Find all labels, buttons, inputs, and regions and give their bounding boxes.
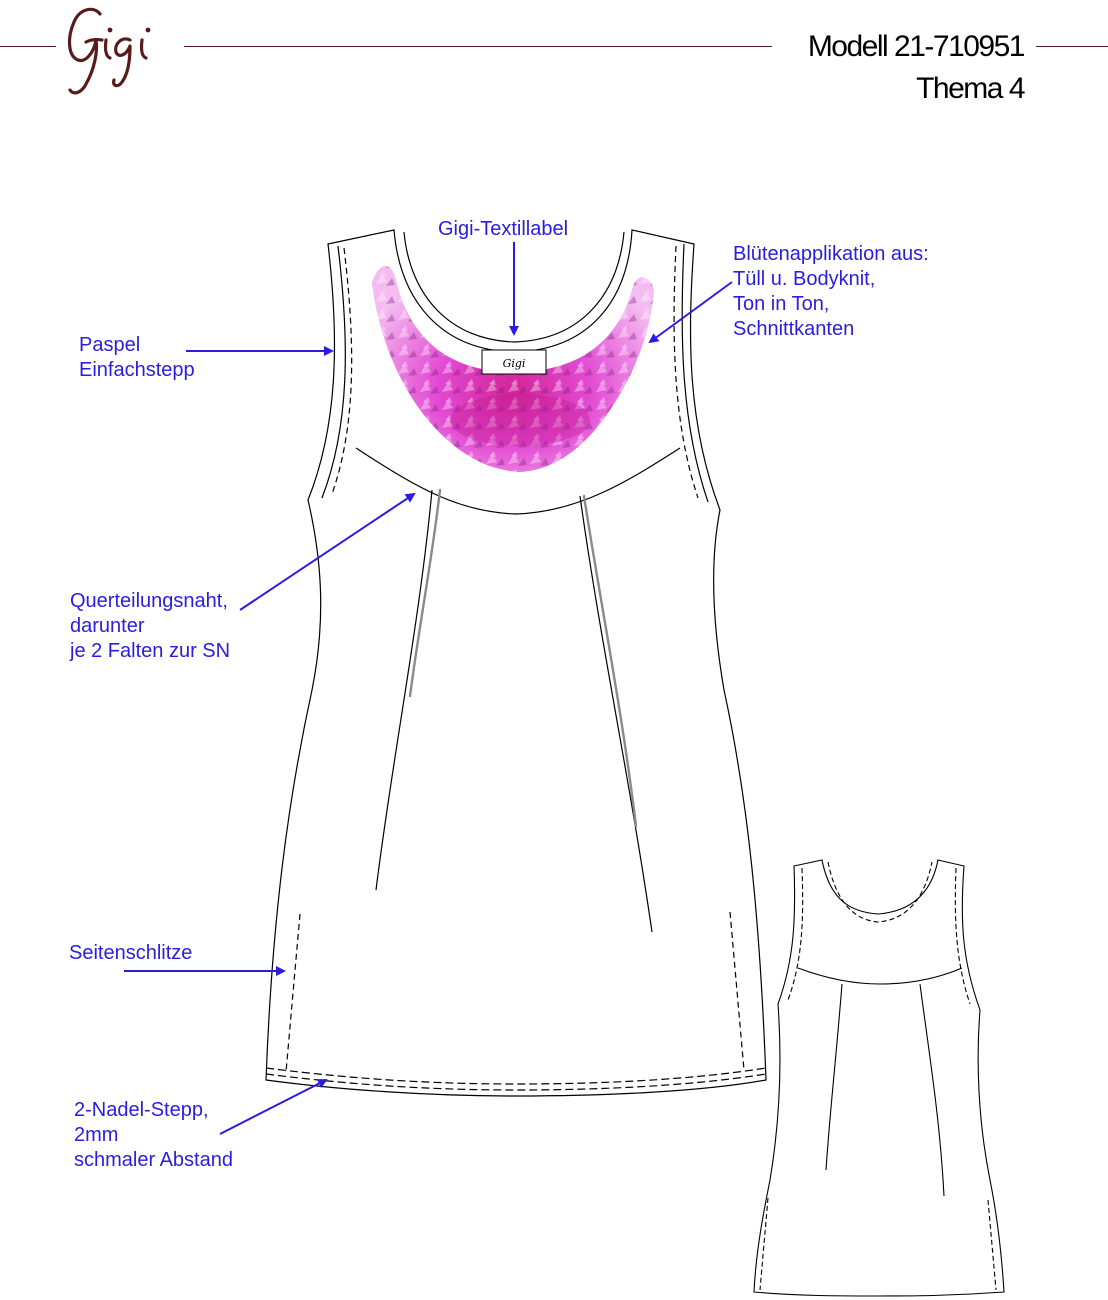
front-binding-right — [681, 243, 709, 503]
front-neck-binding — [403, 231, 625, 343]
back-slit-right — [987, 1199, 997, 1291]
front-panel-line-right — [579, 495, 653, 933]
header-rule-right — [1036, 46, 1108, 47]
arrow-querteilung — [239, 492, 416, 611]
front-panel-line-left — [375, 489, 433, 891]
arrow-bluete — [648, 281, 733, 344]
gigi-logo — [67, 7, 151, 95]
front-yoke-seam — [355, 447, 681, 515]
back-yoke-seam — [797, 967, 963, 985]
callout-seitenschlitze: Seitenschlitze — [69, 942, 193, 964]
front-slit-right — [729, 911, 745, 1071]
textil-label: Gigi — [481, 349, 547, 375]
callout-paspel: Paspel Einfachstepp — [79, 334, 195, 381]
front-binding-left — [321, 245, 346, 499]
back-outline — [753, 859, 1005, 1297]
callout-textillabel: Gigi-Textillabel — [438, 218, 569, 240]
back-slit-left — [759, 1197, 769, 1291]
header-rule-left — [0, 46, 56, 47]
front-pleats — [408, 488, 638, 828]
front-outline — [265, 229, 767, 1097]
back-binding-right-stitch — [954, 867, 971, 1005]
back-neck-stitch — [827, 861, 933, 923]
back-view — [753, 859, 1005, 1297]
pleat-right — [582, 494, 638, 828]
front-view — [265, 229, 767, 1097]
back-panel-left — [825, 983, 843, 1171]
front-binding-left-stitch — [331, 247, 353, 495]
callout-arrows — [124, 242, 733, 1135]
front-hem-stitch-2 — [265, 1073, 767, 1091]
callout-bluetenapplikation: Blütenapplikation aus: Tüll u. Bodyknit,… — [733, 243, 929, 340]
label-tag-text: Gigi — [503, 357, 526, 370]
callout-nadelstepp: 2-Nadel-Stepp, 2mm schmaler Abstand — [74, 1099, 233, 1171]
front-binding-right-stitch — [673, 245, 699, 499]
model-theme: Thema 4 — [916, 72, 1025, 105]
back-binding-left-stitch — [787, 867, 804, 1001]
model-number: Modell 21-710951 — [807, 30, 1026, 63]
pleat-left — [408, 488, 442, 698]
callout-querteilungsnaht: Querteilungsnaht, darunter je 2 Falten z… — [70, 590, 231, 662]
header-rule-middle — [184, 46, 772, 47]
flower-applique — [372, 266, 654, 472]
front-hem-stitch-1 — [265, 1067, 767, 1085]
front-slit-left — [285, 913, 301, 1073]
arrow-nadelstepp — [219, 1079, 328, 1135]
back-panel-right — [919, 983, 945, 1197]
